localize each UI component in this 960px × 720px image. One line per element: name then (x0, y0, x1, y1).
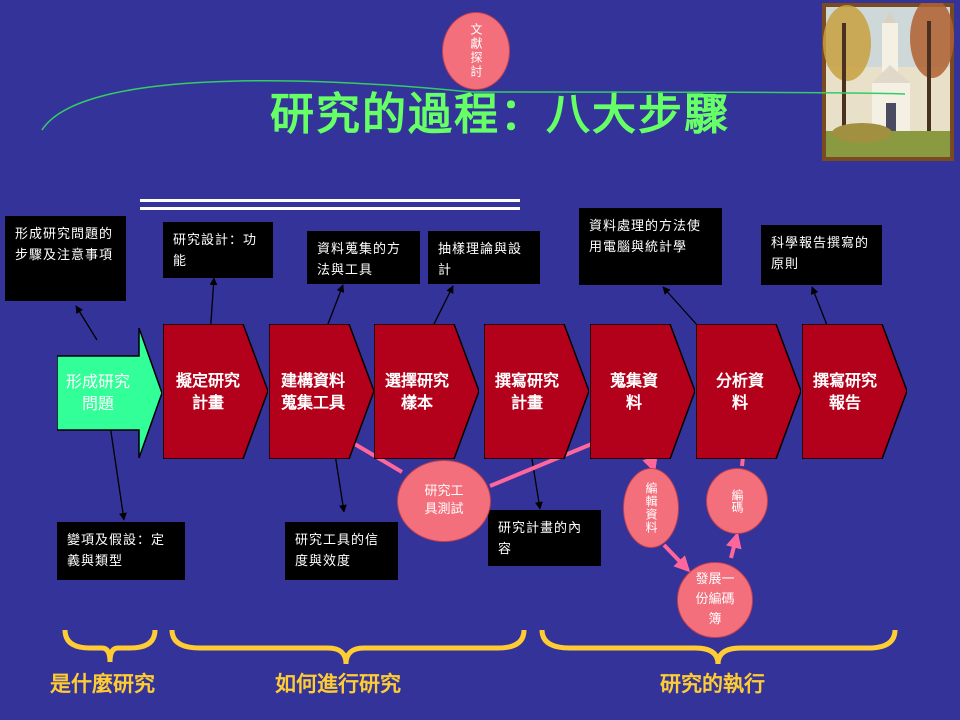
bracket-do (539, 629, 898, 665)
step-label: 撰寫研究計畫 (494, 370, 559, 412)
note-sampling-theory: 抽樣理論與設計 (428, 231, 540, 284)
edit-data-circle: 編輯資料 (623, 468, 679, 548)
curve-line (41, 80, 906, 131)
step-6-arrow[interactable]: 蒐集資料 (590, 324, 695, 459)
connector-line (75, 305, 98, 341)
step-7-arrow[interactable]: 分析資料 (696, 324, 801, 459)
note-data-processing: 資料處理的方法使用電腦與統計學 (579, 208, 722, 285)
pink-connector (726, 531, 742, 559)
note-reliability-validity: 研究工具的信度與效度 (285, 522, 398, 580)
note-problem-steps: 形成研究問題的步驟及注意事項 (5, 216, 126, 301)
step-label: 蒐集資料 (609, 370, 658, 412)
step-3-arrow[interactable]: 建構資料蒐集工具 (269, 324, 374, 459)
pilot-test-circle: 研究工具測試 (397, 460, 491, 542)
step-label: 建構資料蒐集工具 (281, 370, 346, 412)
section-execution-label: 研究的執行 (660, 672, 765, 696)
bracket-how (169, 629, 527, 665)
step-label: 擬定研究計畫 (175, 370, 240, 412)
bracket-what (62, 629, 158, 663)
divider-line-1 (140, 199, 520, 202)
section-how-label: 如何進行研究 (275, 672, 401, 696)
step-2-arrow[interactable]: 擬定研究計畫 (163, 324, 268, 459)
step-8-arrow[interactable]: 撰寫研究報告 (802, 324, 907, 459)
connector-line (109, 424, 127, 521)
coding-circle: 編碼 (706, 468, 768, 534)
step-1-arrow[interactable]: 形成研究問題 (57, 328, 162, 458)
codebook-circle: 發展一份編碼簿 (677, 562, 753, 638)
step-label: 形成研究問題 (65, 372, 130, 413)
step-5-arrow[interactable]: 撰寫研究計畫 (484, 324, 589, 459)
step-4-arrow[interactable]: 選擇研究樣本 (374, 324, 479, 459)
page-title: 研究的過程：八大步驟 (270, 89, 730, 140)
note-report-writing: 科學報告撰寫的原則 (761, 225, 882, 285)
pink-connector (662, 543, 691, 573)
note-proposal-content: 研究計畫的內容 (488, 510, 601, 566)
church-picture (822, 0, 954, 161)
step-label: 撰寫研究報告 (812, 370, 877, 412)
note-data-collection-methods: 資料蒐集的方法與工具 (307, 231, 420, 284)
step-label: 分析資料 (715, 370, 764, 412)
literature-review-circle: 文獻探討 (442, 12, 510, 90)
section-what-label: 是什麼研究 (50, 672, 155, 696)
note-variables-hypotheses: 變項及假設：定義與類型 (57, 522, 185, 580)
note-research-design: 研究設計：功能 (163, 222, 273, 278)
step-label: 選擇研究樣本 (384, 370, 449, 412)
divider-line-2 (140, 207, 520, 210)
